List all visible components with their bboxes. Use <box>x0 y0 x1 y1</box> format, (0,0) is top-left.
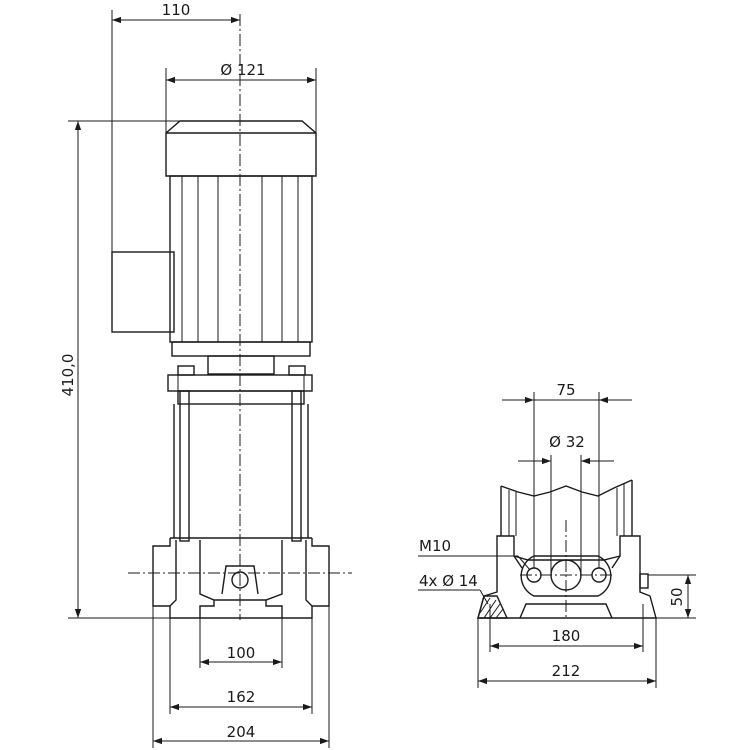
label-thread: M10 <box>418 537 531 571</box>
side-base-body <box>477 535 657 619</box>
dim-height: 410,0 <box>59 120 180 619</box>
motor-top-cap <box>165 120 317 177</box>
hatched-section <box>477 595 509 619</box>
side-housing-break <box>500 479 633 497</box>
side-view: 75 Ø 32 M10 4x Ø 14 50 <box>418 381 696 688</box>
inlet-boss <box>221 565 259 595</box>
dim-motor-diameter-label: Ø 121 <box>220 61 265 79</box>
dim-port-diameter-label: Ø 32 <box>549 433 585 451</box>
pump-base <box>152 537 330 619</box>
dim-mid-width: 162 <box>169 618 313 714</box>
dim-offset: 110 <box>111 1 240 252</box>
dim-motor-diameter: Ø 121 <box>165 61 317 133</box>
dim-flange-spacing-label: 75 <box>556 381 575 399</box>
dim-base-width: 204 <box>152 606 330 748</box>
dim-base-width-label: 204 <box>227 723 256 741</box>
label-holes-text: 4x Ø 14 <box>419 572 478 590</box>
dim-flange-spacing: 75 <box>502 381 632 568</box>
motor-bottom-flange <box>171 341 311 357</box>
front-view: 110 Ø 121 410,0 100 162 <box>59 1 352 748</box>
dim-total-width-label: 212 <box>552 662 581 680</box>
label-thread-text: M10 <box>419 537 451 555</box>
dim-inner-width: 100 <box>199 618 283 668</box>
tie-rods <box>179 390 302 542</box>
dim-total-width: 212 <box>477 618 657 688</box>
inlet-port <box>231 571 249 589</box>
dim-mid-width-label: 162 <box>227 688 256 706</box>
label-holes: 4x Ø 14 <box>418 572 489 605</box>
motor-body <box>169 175 313 343</box>
dim-inner-width-label: 100 <box>227 644 256 662</box>
dim-base-height: 50 <box>648 574 696 619</box>
terminal-box <box>111 251 175 333</box>
dim-hole-spacing-label: 180 <box>552 627 581 645</box>
dim-base-height-label: 50 <box>668 587 686 606</box>
dim-hole-spacing: 180 <box>489 604 644 652</box>
dim-port-diameter: Ø 32 <box>518 433 614 575</box>
dim-offset-label: 110 <box>162 1 191 19</box>
dim-height-label: 410,0 <box>59 354 77 397</box>
